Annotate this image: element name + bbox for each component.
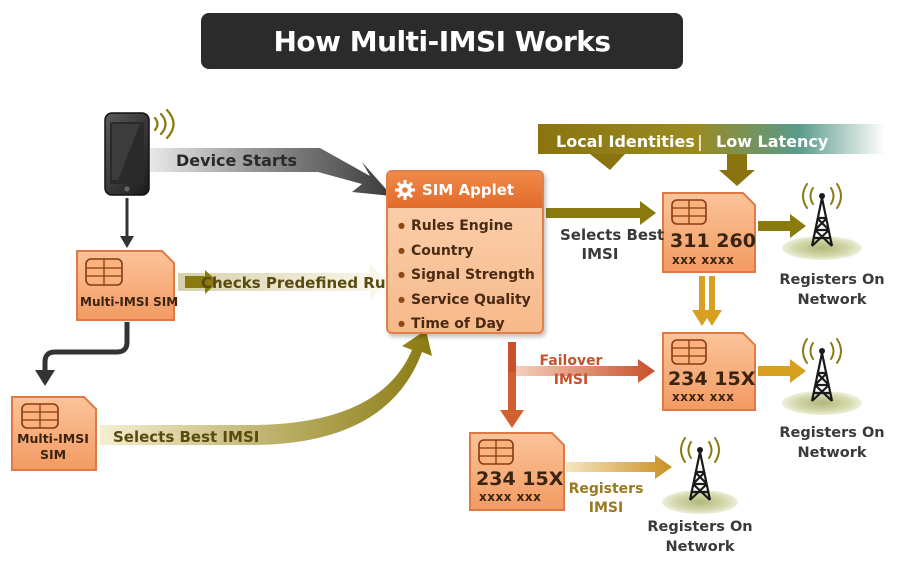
- selects-best-top-label: Selects Best: [560, 226, 665, 244]
- multi-sim-2-line1: Multi-IMSI: [17, 431, 89, 446]
- device-starts-arrow: [150, 148, 392, 196]
- applet-rule-list: Rules Engine Country Signal Strength Ser…: [388, 214, 542, 337]
- sim-b-digits: xxxx xxx: [672, 390, 735, 404]
- failover-bottom-label: IMSI: [553, 372, 589, 388]
- tower-3-label-line2: Network: [665, 539, 735, 555]
- banner-divider: |: [697, 131, 703, 151]
- selects-best-imsi-label: Selects Best IMSI: [113, 428, 260, 446]
- sim-c-imsi: 234 15X: [476, 468, 564, 490]
- applet-item: Signal Strength: [398, 263, 542, 288]
- checks-rules-label: Checks Predefined Rules: [201, 274, 410, 292]
- applet-item: Service Quality: [398, 288, 542, 313]
- tower-2-label-line2: Network: [797, 445, 867, 461]
- multi-sim-1: [76, 250, 175, 321]
- banner-left: Local Identities: [556, 131, 695, 151]
- sim-applet-box: SIM Applet Rules Engine Country Signal S…: [386, 170, 544, 334]
- title-bar: How Multi-IMSI Works: [201, 13, 683, 69]
- sim-c-digits: xxxx xxx: [479, 490, 542, 504]
- tower-2-label-line1: Registers On: [779, 425, 885, 441]
- registers-imsi-top-label: Registers: [568, 481, 644, 497]
- sim-card-a: [662, 192, 756, 273]
- sim-applet-title: SIM Applet: [422, 181, 515, 199]
- sim-a-digits: xxx xxxx: [672, 253, 735, 267]
- cell-tower-icon: [782, 338, 862, 415]
- sim-a-imsi: 311 260: [670, 230, 756, 252]
- phone-icon: [104, 112, 150, 196]
- multi-sim-2-line2: SIM: [39, 447, 67, 462]
- failover-top-label: Failover: [539, 353, 603, 369]
- registers-imsi-bottom-label: IMSI: [588, 500, 624, 516]
- tower-3-label-line1: Registers On: [647, 519, 753, 535]
- page-title: How Multi-IMSI Works: [273, 24, 611, 58]
- sim-card-b: [662, 332, 756, 411]
- applet-item: Rules Engine: [398, 214, 542, 239]
- device-starts-label: Device Starts: [176, 151, 297, 170]
- selects-best-bottom-label: IMSI: [581, 245, 619, 263]
- sim-b-imsi: 234 15X: [668, 368, 756, 390]
- cell-tower-icon: [662, 437, 738, 514]
- tower-1-label-line1: Registers On: [779, 272, 885, 288]
- tower-1-label-line2: Network: [797, 292, 867, 308]
- sim-card-c: [469, 432, 565, 511]
- signal-icon: [153, 108, 175, 140]
- banner-right: Low Latency: [716, 131, 829, 151]
- cell-tower-icon: [782, 183, 862, 260]
- multi-sim-1-label: Multi-IMSI SIM: [80, 295, 179, 309]
- multi-sim-2: [11, 396, 97, 471]
- applet-item: Time of Day: [398, 312, 542, 337]
- gear-icon: [394, 179, 416, 201]
- applet-item: Country: [398, 239, 542, 264]
- sim-applet-header: SIM Applet: [388, 172, 542, 208]
